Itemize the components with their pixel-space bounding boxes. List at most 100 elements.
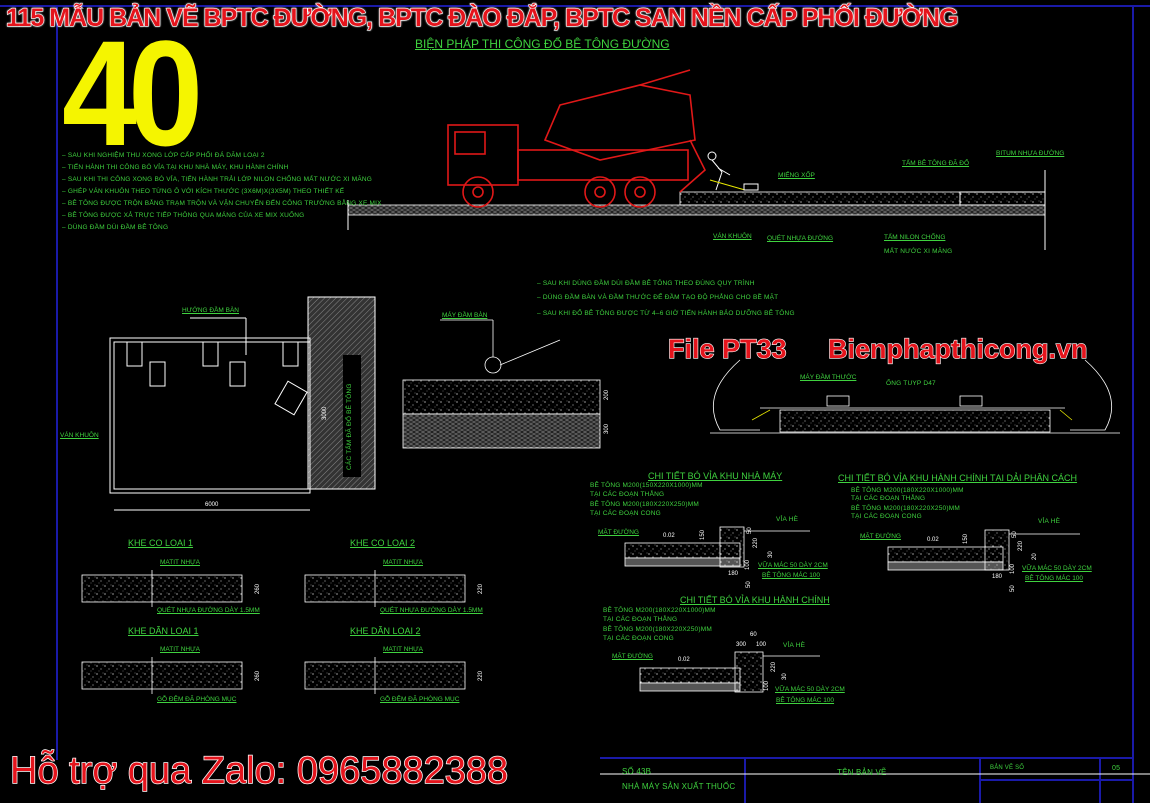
joint-title: KHE CO LOẠI 2 xyxy=(350,538,416,548)
label-via-he: VỈA HÈ xyxy=(776,516,799,523)
dim: 100 xyxy=(756,642,767,648)
label-bottom: QUÉT NHỰA ĐƯỜNG DÀY 1.5MM xyxy=(157,607,260,614)
joint-title: KHE DÃN LOẠI 2 xyxy=(350,626,421,636)
note: – TIẾN HÀNH THI CÔNG BÓ VỈA TẠI KHU NHÀ … xyxy=(62,164,289,171)
label-matit: MATIT NHỰA xyxy=(383,559,423,566)
label-mat-duong: MẶT ĐƯỜNG xyxy=(612,653,653,660)
label-vua: VỮA MÁC 50 DÀY 2CM xyxy=(758,562,828,569)
spec: BÊ TÔNG M200(180X220X250)MM xyxy=(603,626,712,633)
label-van-khuon-plan: VÁN KHUÔN xyxy=(60,432,99,439)
spec: BÊ TÔNG M200(180X220X1000)MM xyxy=(851,487,964,494)
support-zalo-text: Hỗ trợ qua Zalo: 0965882388 xyxy=(9,749,509,793)
concrete-mixer-truck xyxy=(447,69,706,208)
label-vua: VỮA MÁC 50 DÀY 2CM xyxy=(775,686,845,693)
label-slabs-done: CÁC TẤM ĐÃ ĐỔ BÊ TÔNG xyxy=(346,383,353,470)
dim: 150 xyxy=(700,529,706,540)
spec: BÊ TÔNG M200(180X220X250)MM xyxy=(851,505,960,512)
label-may-dam-ban: MÁY ĐẦM BÀN xyxy=(442,312,488,319)
note: – SAU KHI ĐỔ BÊ TÔNG ĐƯỢC TỪ 4–6 GIỜ TIẾ… xyxy=(537,310,795,317)
label-bitum: BITUM NHỰA ĐƯỜNG xyxy=(996,150,1065,157)
note: – SAU KHI NGHIỆM THU XONG LỚP CẤP PHỐI Đ… xyxy=(62,152,265,159)
dim: 50 xyxy=(746,581,752,588)
title-block-project: NHÀ MÁY SẢN XUẤT THUỐC xyxy=(622,782,736,791)
note: – BÊ TÔNG ĐƯỢC XẢ TRỰC TIẾP THÔNG QUA MÁ… xyxy=(62,212,305,219)
drawing-title: BIỆN PHÁP THI CÔNG ĐỔ BÊ TÔNG ĐƯỜNG xyxy=(415,37,670,51)
note: – GHÉP VÁN KHUÔN THEO TỪNG Ô VỚI KÍCH TH… xyxy=(62,188,345,195)
label-huong-dam-ban: HƯỚNG ĐẦM BÀN xyxy=(182,307,239,314)
title-block-drawing-no: 05 xyxy=(1112,765,1121,772)
screed-section xyxy=(710,359,1120,434)
sheet-frame xyxy=(0,5,1150,803)
dim: 50 xyxy=(1012,531,1018,538)
detail-title: CHI TIẾT BÓ VỈA KHU HÀNH CHÍNH TẠI DẢI P… xyxy=(838,473,1078,483)
title-block-address: SỐ 43B xyxy=(622,767,652,776)
watermark-file: File PT33 xyxy=(667,333,787,364)
label-bottom: GỖ ĐỆM ĐÃ PHÒNG MỤC xyxy=(157,696,237,703)
label-bt: BÊ TÔNG MÁC 100 xyxy=(776,697,835,704)
label-ong-tuyp: ỐNG TUYP D47 xyxy=(886,380,936,387)
spec: TẠI CÁC ĐOẠN THẲNG xyxy=(603,616,678,623)
dim: 220 xyxy=(753,537,759,548)
spec: BÊ TÔNG M200(180X220X250)MM xyxy=(590,501,699,508)
note: – DÙNG ĐẦM DÙI ĐẦM BÊ TÔNG xyxy=(62,224,169,231)
dim-width: 6000 xyxy=(205,502,219,508)
label-nilon-1: TẤM NILON CHỐNG xyxy=(884,234,946,241)
note: – BÊ TÔNG ĐƯỢC TRỘN BẰNG TRẠM TRỘN VÀ VẬ… xyxy=(62,200,382,207)
joint-title: KHE CO LOẠI 1 xyxy=(128,538,194,548)
slope: 0.02 xyxy=(663,533,675,539)
label-quet-nhua: QUÉT NHỰA ĐƯỜNG xyxy=(767,235,834,242)
label-may-dam-thuoc: MÁY ĐẦM THƯỚC xyxy=(800,374,857,381)
worker-figure xyxy=(707,151,759,191)
label-via-he: VỈA HÈ xyxy=(1038,518,1061,525)
label-bottom: GỖ ĐỆM ĐÃ PHÒNG MỤC xyxy=(380,696,460,703)
curb-details xyxy=(624,526,1080,693)
label-mieng-xop: MIẾNG XỐP xyxy=(778,172,815,179)
spec: TẠI CÁC ĐOẠN THẲNG xyxy=(590,491,665,498)
title-block-drawing-no-label: BẢN VẼ SỐ xyxy=(990,765,1025,771)
dim: 100 xyxy=(745,559,751,570)
dim: 220 xyxy=(1018,540,1024,551)
label-matit: MATIT NHỰA xyxy=(383,646,423,653)
dim: 220 xyxy=(478,583,484,594)
dim: 50 xyxy=(747,527,753,534)
dim: 20 xyxy=(1032,553,1038,560)
label-mat-duong: MẶT ĐƯỜNG xyxy=(860,533,901,540)
label-bt: BÊ TÔNG MÁC 100 xyxy=(1025,575,1084,582)
note: – SAU KHI THI CÔNG XONG BÓ VỈA, TIẾN HÀN… xyxy=(62,176,373,183)
dim: 150 xyxy=(963,533,969,544)
label-nilon-2: MẤT NƯỚC XI MĂNG xyxy=(884,248,953,255)
label-bottom: QUÉT NHỰA ĐƯỜNG DÀY 1.5MM xyxy=(380,607,483,614)
dim-height: 3000 xyxy=(322,406,328,420)
dim: 300 xyxy=(736,642,747,648)
dim: 50 xyxy=(1010,585,1016,592)
detail-title: CHI TIẾT BÓ VỈA KHU HÀNH CHÍNH xyxy=(680,595,830,605)
road-section xyxy=(347,170,1046,250)
spec: TẠI CÁC ĐOẠN CONG xyxy=(590,510,661,517)
title-block-drawing-name: TÊN BẢN VẼ xyxy=(837,768,887,777)
dim: 220 xyxy=(771,661,777,672)
slope: 0.02 xyxy=(927,537,939,543)
note: – SAU KHI DÙNG ĐẦM DÙI ĐẦM BÊ TÔNG THEO … xyxy=(537,280,755,287)
label-bt: BÊ TÔNG MÁC 100 xyxy=(762,572,821,579)
spec: TẠI CÁC ĐOẠN CONG xyxy=(851,513,922,520)
slope: 0.02 xyxy=(678,657,690,663)
banner-title: 115 MẪU BẢN VẼ BPTC ĐƯỜNG, BPTC ĐÀO ĐẮP,… xyxy=(5,3,959,32)
dim: 260 xyxy=(255,583,261,594)
spec: TẠI CÁC ĐOẠN CONG xyxy=(603,635,674,642)
spec: BÊ TÔNG M200(150X220X1000)MM xyxy=(590,482,703,489)
label-matit: MATIT NHỰA xyxy=(160,559,200,566)
spec: TẠI CÁC ĐOẠN THẲNG xyxy=(851,495,926,502)
dim: 100 xyxy=(1010,563,1016,574)
dim: 300 xyxy=(604,423,610,434)
label-mat-duong: MẶT ĐƯỜNG xyxy=(598,529,639,536)
dim: 180 xyxy=(728,571,739,577)
watermark-site: Bienphapthicong.vn xyxy=(827,333,1088,364)
note: – DÙNG ĐẦM BÀN VÀ ĐẦM THƯỚC ĐỂ ĐẦM TẠO Đ… xyxy=(537,294,779,301)
dim: 220 xyxy=(478,670,484,681)
dim: 60 xyxy=(750,632,757,638)
label-van-khuon: VÁN KHUÔN xyxy=(713,233,752,240)
dim: 180 xyxy=(992,574,1003,580)
plan-view xyxy=(109,296,376,511)
